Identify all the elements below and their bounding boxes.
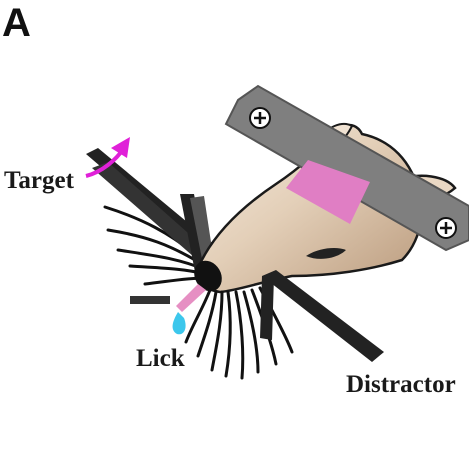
plus-screw-icon <box>249 107 271 129</box>
tongue <box>176 284 206 312</box>
plus-screw-icon <box>435 217 457 239</box>
curved-arrow-icon <box>85 137 130 178</box>
mouse-nose <box>194 260 222 292</box>
lick-label: Lick <box>136 345 185 372</box>
water-drop-icon <box>172 312 186 335</box>
cranial-window <box>286 160 370 224</box>
panel-letter: A <box>2 1 31 45</box>
head-plate <box>224 84 469 252</box>
distractor-pole <box>260 270 384 362</box>
distractor-label: Distractor <box>346 371 456 398</box>
target-label: Target <box>4 167 75 194</box>
right-whiskers <box>184 286 294 380</box>
mouse-eye <box>306 248 346 259</box>
lick-port <box>130 284 206 335</box>
